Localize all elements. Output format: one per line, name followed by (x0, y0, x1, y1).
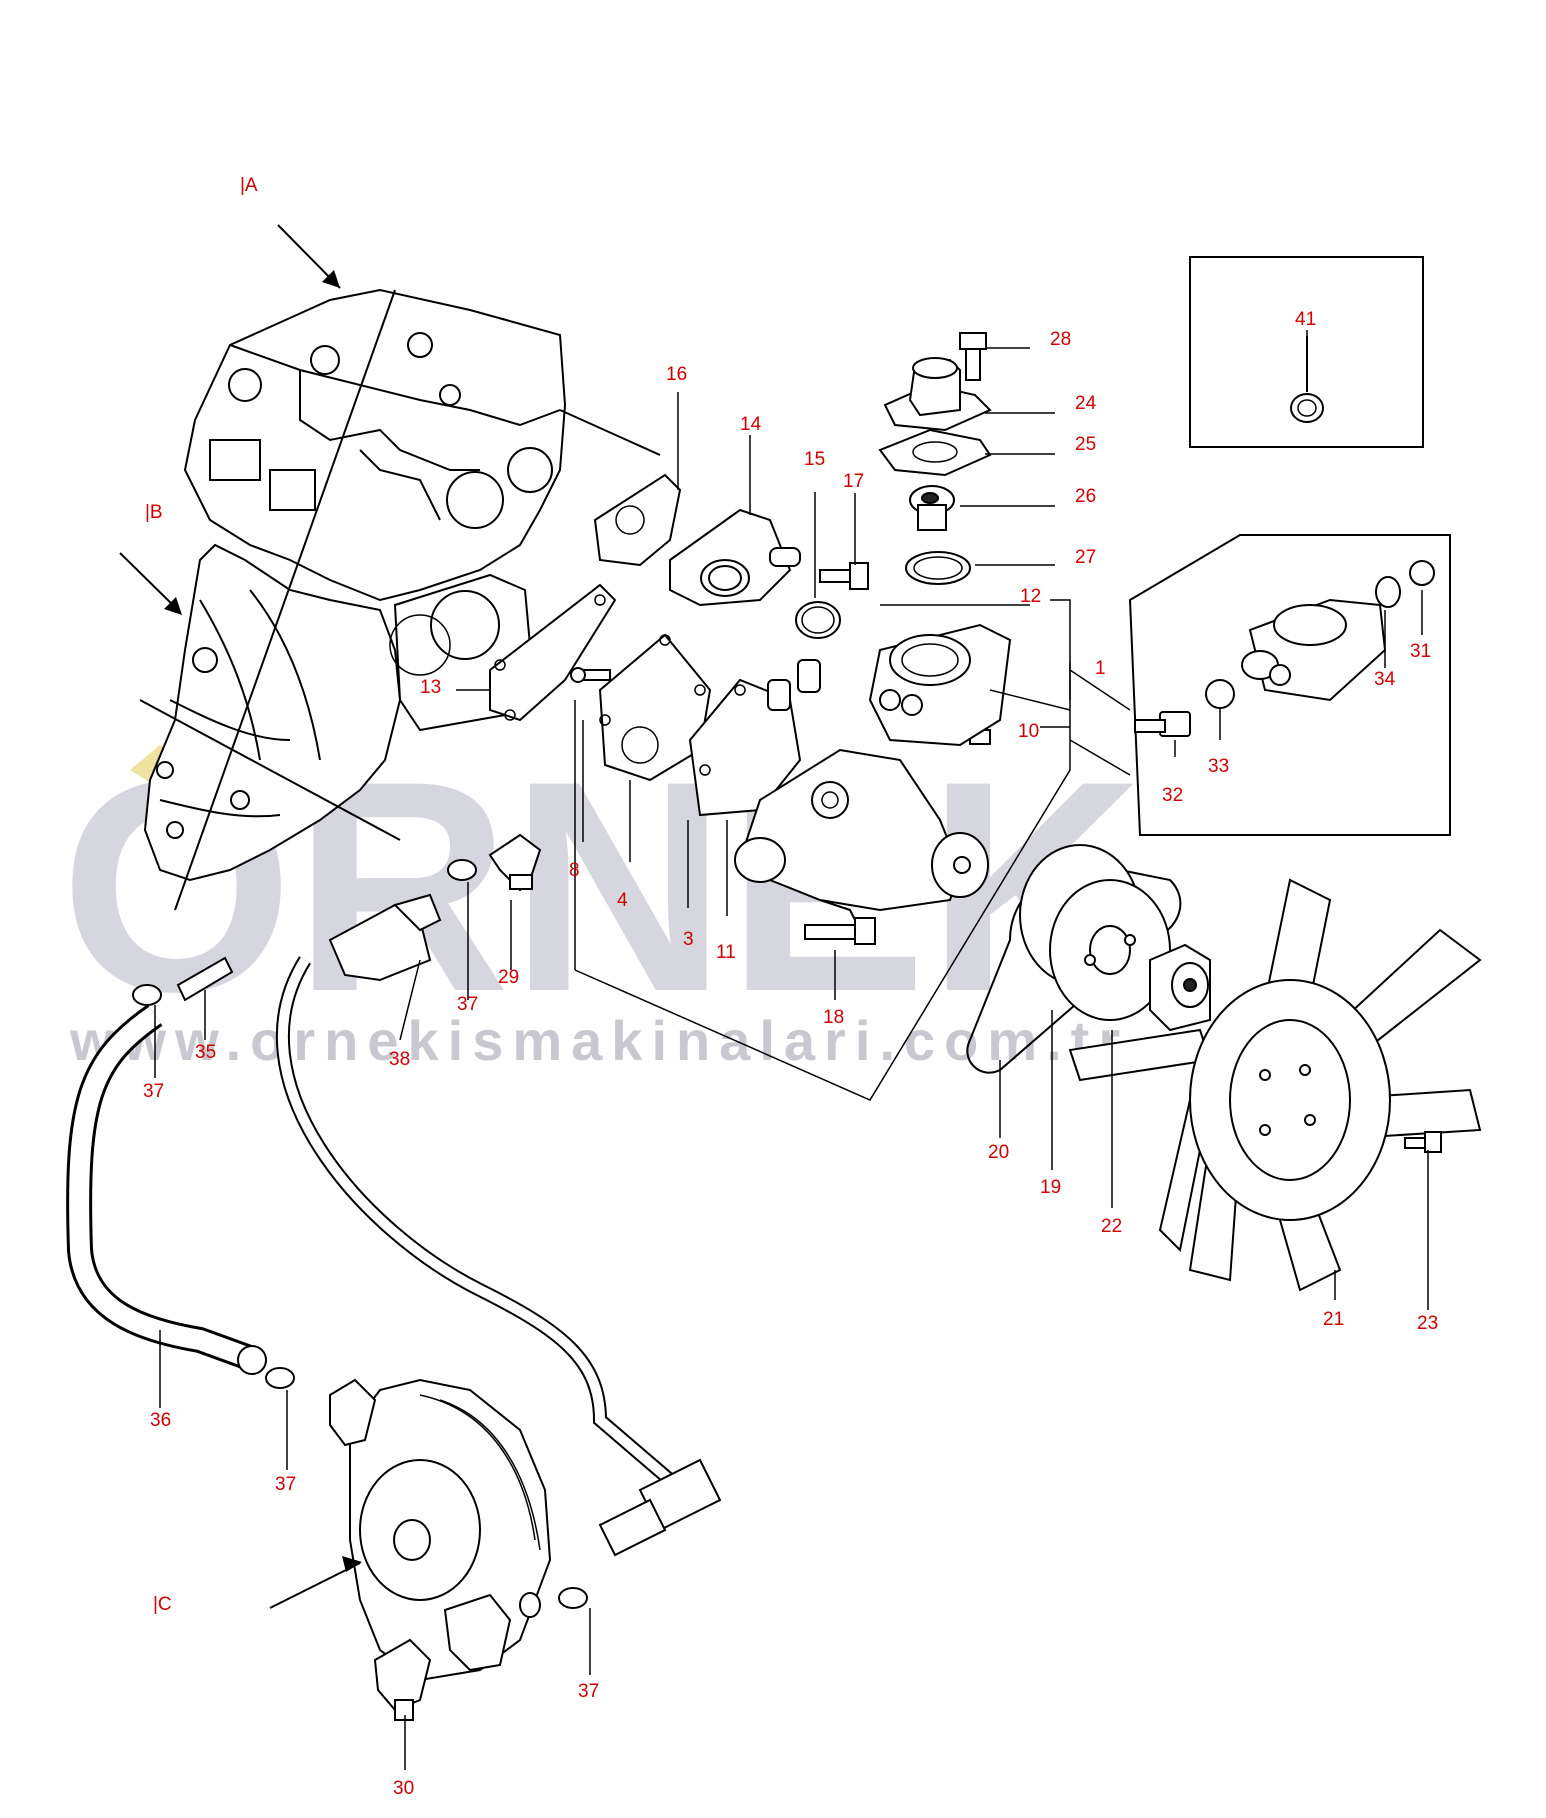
callout-12: 12 (1020, 586, 1041, 607)
o-ring-27 (905, 551, 971, 585)
callout-38: 38 (389, 1049, 410, 1070)
o-ring-15 (795, 601, 841, 639)
callout-31: 31 (1410, 641, 1431, 662)
callout-41: 41 (1295, 309, 1316, 330)
thermostat-housing (868, 623, 1012, 747)
callout-37-left: 37 (143, 1081, 164, 1102)
gasket-25 (878, 428, 992, 477)
thermostat-cover-24 (883, 357, 992, 432)
callout-18: 18 (823, 1007, 844, 1028)
bolt-17 (819, 562, 869, 590)
callout-21: 21 (1323, 1309, 1344, 1330)
bolt-18 (804, 917, 876, 945)
callout-25: 25 (1075, 434, 1096, 455)
callout-4: 4 (617, 890, 628, 911)
water-outlet-gasket (489, 583, 617, 722)
bolt-28 (959, 332, 987, 381)
callout-37-upper: 37 (457, 994, 478, 1015)
callout-3: 3 (683, 929, 694, 950)
inset-41 (1189, 256, 1424, 448)
fan-pulley-19 (1019, 844, 1171, 1021)
callout-37-middle: 37 (275, 1474, 296, 1495)
oil-cooler (329, 1378, 552, 1682)
hose-fitting-38 (328, 893, 442, 982)
callouts: 1 3 4 8 10 11 12 13 14 15 16 17 18 19 20… (143, 309, 1438, 1799)
callout-23: 23 (1417, 1313, 1438, 1334)
leader-lines (154, 330, 1429, 1770)
pipe-35 (176, 956, 234, 1002)
fan-spacer-22 (1149, 943, 1211, 1032)
callout-10: 10 (1018, 721, 1039, 742)
view-marker-c: |C (153, 1594, 172, 1615)
elbow-fitting-30 (373, 1638, 432, 1721)
watermark-url: www.ornekismakinalari.com.tr (69, 1009, 1129, 1072)
view-arrows (119, 224, 362, 1609)
callout-30: 30 (393, 1778, 414, 1799)
hose-fitting-lower-38 (598, 1458, 722, 1557)
callout-34: 34 (1374, 669, 1396, 690)
view-marker-a: |A (240, 175, 258, 196)
callout-16: 16 (666, 364, 687, 385)
hose-38 (276, 956, 675, 1486)
water-pump (734, 748, 989, 931)
clamp-37-left (132, 984, 162, 1006)
callout-17: 17 (843, 471, 864, 492)
callout-35: 35 (195, 1042, 216, 1063)
callout-14: 14 (740, 414, 762, 435)
callout-22: 22 (1101, 1216, 1122, 1237)
callout-13: 13 (420, 677, 441, 698)
callout-27: 27 (1075, 547, 1096, 568)
bolt-8 (570, 667, 611, 683)
callout-26: 26 (1075, 486, 1096, 507)
callout-11: 11 (716, 942, 736, 963)
cooling-fan-21 (1068, 878, 1482, 1292)
callout-36: 36 (150, 1410, 171, 1431)
clamp-37-lower (558, 1587, 588, 1609)
callout-8: 8 (569, 860, 580, 881)
elbow-fitting-29 (488, 833, 542, 892)
clamp-37-middle (265, 1367, 295, 1389)
clamp-37-upper (447, 859, 477, 881)
inset-thermostat-housing (1128, 534, 1451, 836)
callout-33: 33 (1208, 756, 1229, 777)
water-outlet-14 (669, 508, 801, 607)
callout-20: 20 (988, 1142, 1009, 1163)
callout-15: 15 (804, 449, 825, 470)
assembly-boundary (574, 599, 1131, 1101)
engine-block (139, 289, 402, 911)
callout-1: 1 (1095, 658, 1106, 679)
view-marker-b: |B (145, 502, 163, 523)
callout-24: 24 (1075, 393, 1097, 414)
callout-37-lower: 37 (578, 1681, 599, 1702)
thermostat-26 (909, 485, 955, 531)
plug-11 (767, 659, 821, 711)
callout-28: 28 (1050, 329, 1071, 350)
outlet-gasket-16 (593, 473, 682, 567)
view-markers: |A |B |C (145, 175, 258, 1615)
cylinder-head (183, 288, 661, 602)
hose-36 (66, 1004, 267, 1375)
water-pump-gasket-3 (688, 678, 802, 817)
callout-32: 32 (1162, 785, 1183, 806)
callout-29: 29 (498, 967, 519, 988)
callout-19: 19 (1040, 1177, 1061, 1198)
bolt-23 (1404, 1131, 1442, 1153)
